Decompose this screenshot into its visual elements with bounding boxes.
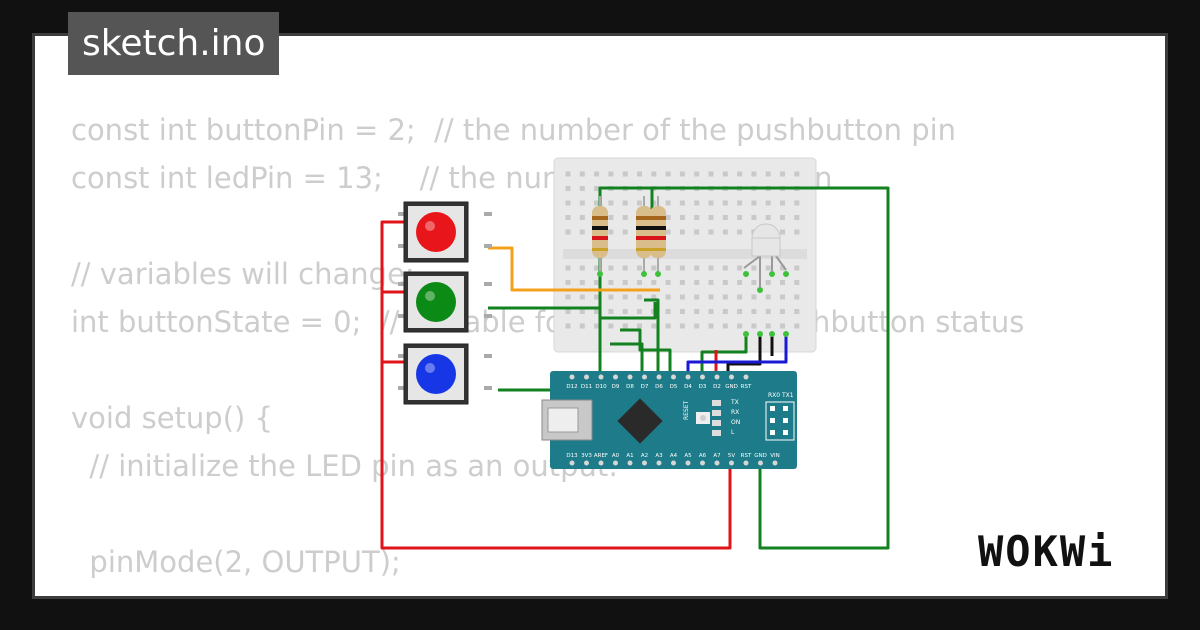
pin-label: D12	[566, 384, 577, 390]
pin-label: D6	[655, 384, 663, 390]
wire-blue	[686, 336, 788, 372]
rgb-led	[743, 223, 787, 288]
pin-aref	[598, 460, 604, 466]
wokwi-logo: WOKWi	[978, 527, 1115, 576]
side-label: RX	[731, 409, 739, 416]
pin-label: D11	[581, 384, 592, 390]
pin-a3	[656, 460, 662, 466]
pin-label: A0	[612, 453, 620, 459]
side-label: L	[731, 429, 735, 436]
resistor-1	[592, 196, 608, 272]
pin-label: RST	[741, 384, 752, 390]
pin-label: 5V	[728, 453, 735, 459]
pin-label: A2	[641, 453, 648, 459]
pin-d11	[584, 374, 589, 380]
pin-a6	[700, 460, 705, 466]
pin-d8	[627, 374, 633, 380]
pin-d2	[714, 374, 720, 380]
pin-a0	[613, 460, 618, 466]
pin-d4	[685, 374, 691, 380]
pin-label: A6	[699, 453, 707, 459]
code-line: pinMode(2, OUTPUT);	[71, 545, 401, 579]
breadboard	[553, 157, 817, 353]
code-line: // initialize the LED pin as an output:	[71, 449, 619, 483]
pin-label: A7	[713, 453, 721, 459]
pin-a2	[642, 460, 647, 466]
pin-label: GND	[754, 453, 767, 459]
wire-green-btn2	[488, 302, 657, 320]
pushbutton-3[interactable]	[398, 343, 492, 405]
reset-label: RESET	[683, 400, 690, 420]
pin-label: D2	[713, 384, 721, 390]
wire-orange	[488, 246, 660, 292]
code-line: pinMode(3, OUTPUT);	[71, 586, 1024, 596]
usb-connector	[541, 399, 593, 441]
pushbuttons	[398, 201, 492, 405]
pin-label: RST	[741, 453, 752, 459]
pin-gnd	[758, 460, 763, 466]
pin-label: D3	[699, 384, 707, 390]
pin-gnd	[729, 374, 734, 380]
pin-rst	[743, 374, 749, 380]
pin-a5	[685, 460, 691, 466]
pin-label: D5	[670, 384, 678, 390]
pin-label: D10	[595, 384, 607, 390]
pin-label: D4	[684, 384, 692, 390]
icsp-header	[765, 401, 795, 441]
pin-a4	[671, 460, 676, 466]
pin-dots	[597, 271, 789, 337]
pin-label: A3	[655, 453, 663, 459]
header-label: RX0 TX1	[768, 392, 794, 399]
pushbutton-1[interactable]	[398, 201, 492, 263]
pin-label: A1	[626, 453, 633, 459]
code-line: const int buttonPin = 2; // the number o…	[71, 113, 957, 147]
pin-d6	[656, 374, 662, 380]
pin-d13	[569, 460, 575, 466]
pin-d9	[613, 374, 618, 380]
resistor-2	[636, 196, 652, 272]
pin-d12	[569, 374, 575, 380]
pin-label: A4	[670, 453, 678, 459]
code-panel: const int buttonPin = 2; // the number o…	[32, 33, 1168, 599]
pushbutton-2[interactable]	[398, 271, 492, 333]
wire-green-d5	[620, 328, 672, 372]
pin-label: A5	[684, 453, 692, 459]
pin-a1	[627, 460, 633, 466]
pin-rst	[743, 460, 749, 466]
wire-green-d7	[610, 342, 644, 372]
pin-3v3	[584, 460, 589, 466]
resistors	[592, 196, 789, 337]
pin-label: GND	[725, 384, 738, 390]
file-tab[interactable]: sketch.ino	[68, 12, 280, 75]
code-line: void setup() {	[71, 401, 273, 435]
code-line: // variables will change:	[71, 257, 415, 291]
pin-label: AREF	[594, 453, 608, 459]
wire-green-d6	[644, 298, 660, 372]
pin-d10	[598, 374, 604, 380]
side-label: ON	[731, 419, 740, 426]
pin-vin	[772, 460, 778, 466]
pin-label: D13	[566, 453, 578, 459]
pin-label: 3V3	[581, 453, 592, 459]
wire-red-loop	[380, 220, 732, 550]
wire-black	[726, 335, 762, 372]
resistor-3	[650, 196, 666, 272]
pin-5v	[729, 460, 734, 466]
pin-label: D7	[641, 384, 649, 390]
pin-label: VIN	[770, 453, 780, 459]
pin-a7	[714, 460, 720, 466]
pin-d7	[642, 374, 647, 380]
pin-label: D9	[612, 384, 620, 390]
pin-d3	[700, 374, 705, 380]
pin-d5	[671, 374, 676, 380]
code-editor: const int buttonPin = 2; // the number o…	[71, 106, 1024, 596]
pin-label: D8	[626, 384, 634, 390]
side-label: TX	[730, 399, 739, 406]
